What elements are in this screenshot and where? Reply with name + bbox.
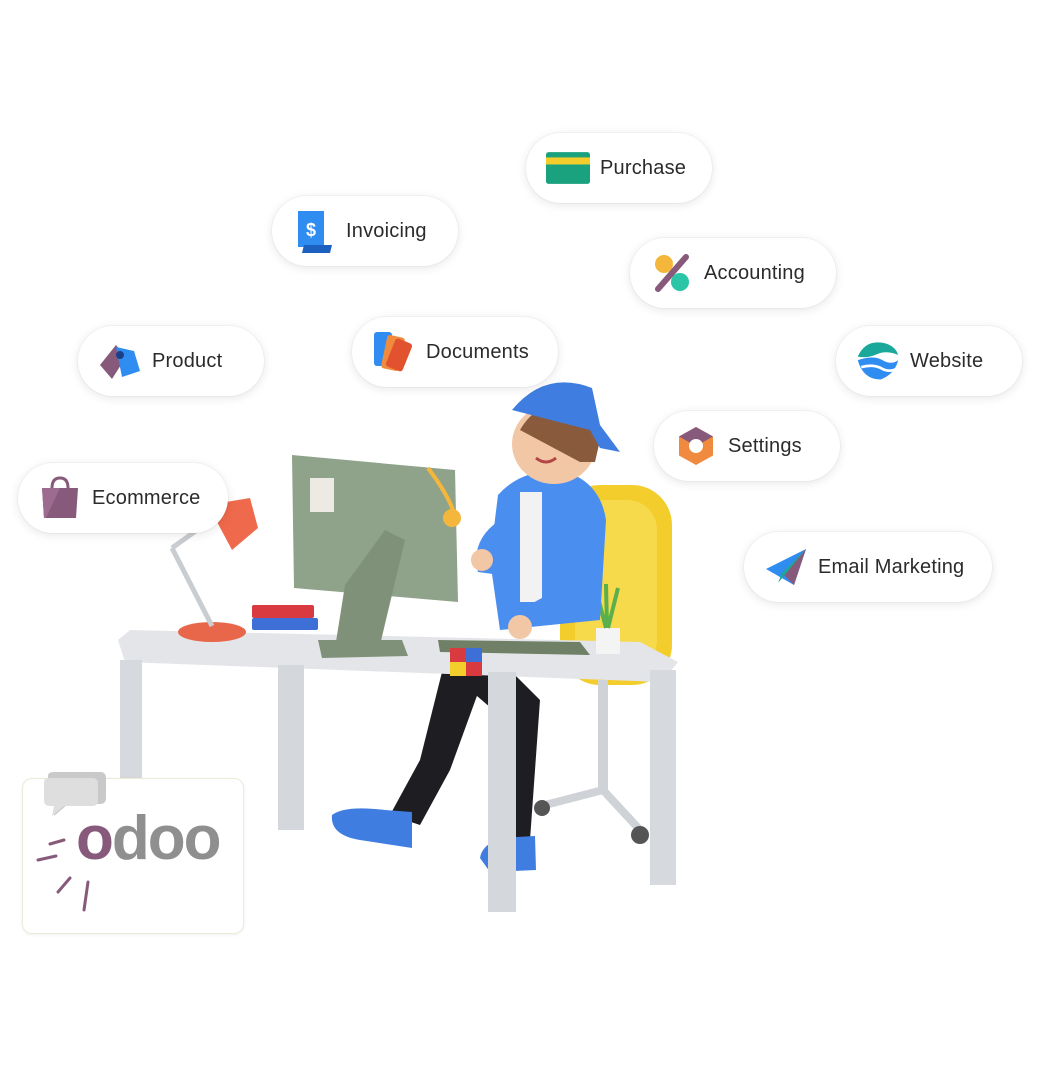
computer-monitor <box>292 455 458 658</box>
app-pill-accounting[interactable]: Accounting <box>630 238 836 308</box>
app-pill-invoicing[interactable]: $ Invoicing <box>272 196 458 266</box>
app-label-documents: Documents <box>426 340 529 363</box>
settings-icon <box>674 424 718 468</box>
app-label-invoicing: Invoicing <box>346 219 427 242</box>
website-icon <box>856 339 900 383</box>
app-label-product: Product <box>152 349 223 372</box>
documents-icon <box>372 330 416 374</box>
app-pill-documents[interactable]: Documents <box>352 317 558 387</box>
desk-items <box>438 583 620 676</box>
odoo-logo-text: odoo <box>76 804 221 873</box>
accounting-icon <box>650 251 694 295</box>
ecommerce-icon <box>38 476 82 520</box>
odoo-logo: odoo <box>76 808 221 870</box>
product-icon <box>98 339 142 383</box>
app-label-email-marketing: Email Marketing <box>818 555 965 578</box>
person <box>426 382 620 639</box>
app-label-website: Website <box>910 349 984 372</box>
app-pill-purchase[interactable]: Purchase <box>526 133 712 203</box>
app-pill-email-marketing[interactable]: Email Marketing <box>744 532 992 602</box>
svg-text:$: $ <box>306 220 316 240</box>
purchase-icon <box>546 146 590 190</box>
sparkle-lines-icon <box>36 838 90 912</box>
app-pill-settings[interactable]: Settings <box>654 411 840 481</box>
app-label-purchase: Purchase <box>600 156 687 179</box>
app-pill-website[interactable]: Website <box>836 326 1022 396</box>
invoicing-icon: $ <box>292 209 336 253</box>
email-marketing-icon <box>764 545 808 589</box>
app-label-ecommerce: Ecommerce <box>92 486 201 509</box>
chat-bubble-icon <box>44 772 106 816</box>
books <box>252 605 318 630</box>
app-pill-ecommerce[interactable]: Ecommerce <box>18 463 228 533</box>
app-pill-product[interactable]: Product <box>78 326 264 396</box>
app-label-settings: Settings <box>728 434 802 457</box>
app-label-accounting: Accounting <box>704 261 805 284</box>
